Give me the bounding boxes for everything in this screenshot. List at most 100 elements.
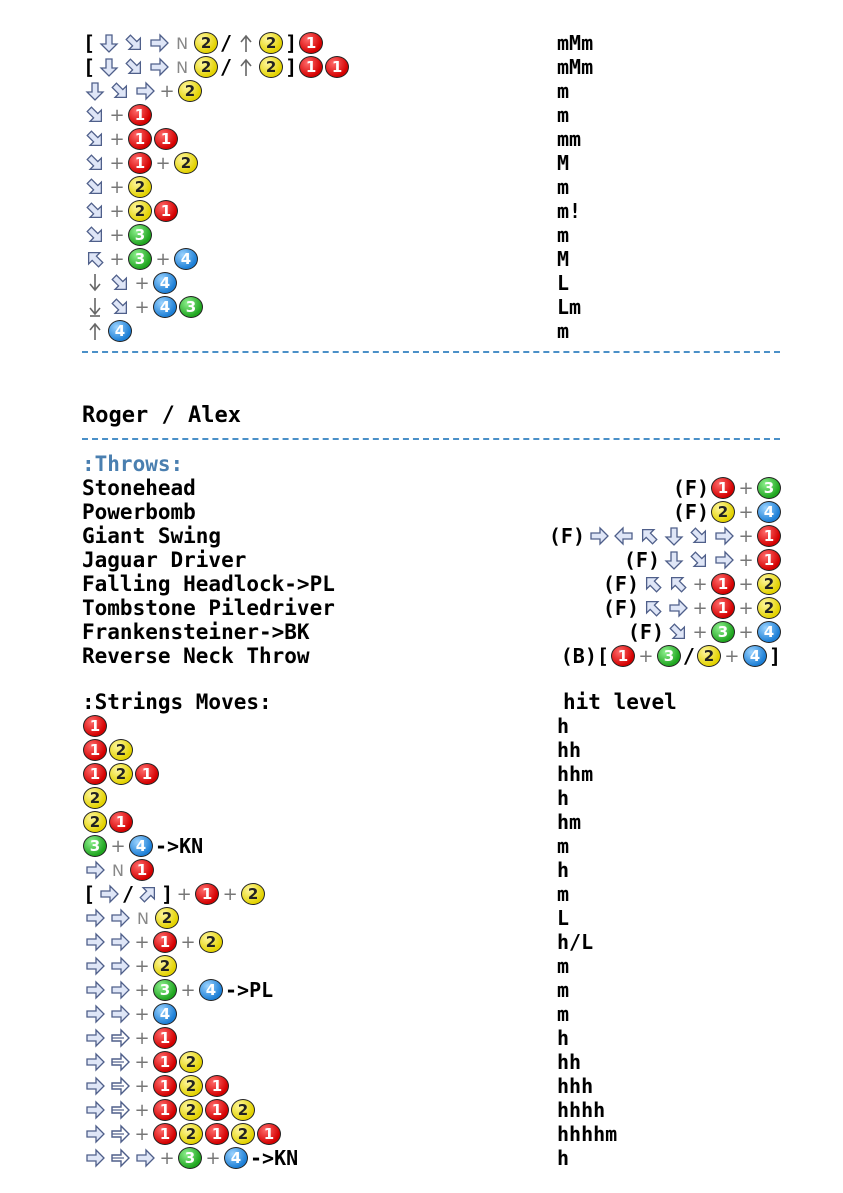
hit-level: mMm	[557, 31, 594, 55]
down-forward-arrow-icon	[108, 296, 131, 318]
button-2-icon: 2	[199, 931, 223, 953]
input-text: (F)	[602, 596, 639, 620]
forward-arrow-icon	[83, 1075, 106, 1097]
hit-level: h	[557, 1026, 570, 1050]
plus-icon: +	[738, 597, 754, 619]
button-1-icon: 1	[154, 128, 178, 150]
button-3-icon: 3	[178, 1147, 202, 1169]
button-1-icon: 1	[128, 152, 152, 174]
down-forward-arrow-icon	[687, 549, 710, 571]
throw-name: Powerbomb	[82, 500, 196, 524]
down-arrow-icon	[83, 80, 106, 102]
plus-icon: +	[180, 931, 196, 953]
hold-down-arrow-icon	[83, 296, 106, 318]
neutral-icon: N	[137, 908, 149, 928]
button-4-icon: 4	[224, 1147, 248, 1169]
move-input: +3+4->PL	[82, 978, 274, 1002]
button-3-icon: 3	[153, 979, 177, 1001]
button-1-icon: 1	[83, 739, 107, 761]
hit-level: m	[557, 319, 570, 343]
throw-name: Tombstone Piledriver	[82, 596, 335, 620]
button-2-icon: 2	[178, 80, 202, 102]
input-text: [	[83, 882, 96, 906]
plus-icon: +	[159, 80, 175, 102]
button-2-icon: 2	[757, 597, 781, 619]
button-1-icon: 1	[205, 1099, 229, 1121]
hit-level: m	[557, 175, 570, 199]
neutral-icon: N	[112, 860, 124, 880]
plus-icon: +	[110, 835, 126, 857]
hold-forward-arrow-icon	[108, 1027, 131, 1049]
button-3-icon: 3	[83, 835, 107, 857]
button-1-icon: 1	[711, 597, 735, 619]
plus-icon: +	[109, 128, 125, 150]
plus-icon: +	[222, 883, 238, 905]
hit-level: L	[557, 271, 570, 295]
button-1-icon: 1	[205, 1123, 229, 1145]
plus-icon: +	[134, 1075, 150, 1097]
plus-icon: +	[692, 621, 708, 643]
throw-name: Jaguar Driver	[82, 548, 247, 572]
button-4-icon: 4	[742, 645, 767, 667]
move-input: +2	[82, 79, 203, 103]
forward-arrow-icon	[108, 955, 131, 977]
hold-down-arrow-icon	[83, 272, 106, 294]
plus-icon: +	[134, 1051, 150, 1073]
button-2-icon: 2	[179, 1075, 203, 1097]
button-2-icon: 2	[194, 56, 219, 78]
input-text: /	[122, 882, 135, 906]
hit-level: m	[557, 1002, 570, 1026]
plus-icon: +	[176, 883, 192, 905]
forward-arrow-icon	[83, 955, 106, 977]
forward-arrow-icon	[83, 1147, 106, 1169]
character-name: Roger / Alex	[82, 403, 241, 428]
forward-arrow-icon	[83, 1099, 106, 1121]
hit-level: hh	[557, 1050, 582, 1074]
button-1-icon: 1	[153, 1075, 177, 1097]
throw-input: (B)[1+3/2+4]	[560, 644, 782, 668]
down-forward-arrow-icon	[83, 104, 106, 126]
throw-input: (F)+1	[548, 524, 782, 548]
hit-level: Lm	[557, 295, 582, 319]
plus-icon: +	[638, 645, 654, 667]
button-2-icon: 2	[109, 739, 133, 761]
button-1-icon: 1	[757, 549, 781, 571]
button-2-icon: 2	[711, 501, 735, 523]
divider	[82, 351, 780, 353]
plus-icon: +	[738, 525, 754, 547]
button-2-icon: 2	[109, 763, 133, 785]
forward-arrow-icon	[666, 597, 689, 619]
hit-level: hm	[557, 810, 582, 834]
hit-level: mm	[557, 127, 582, 151]
plus-icon: +	[738, 549, 754, 571]
hit-level: mMm	[557, 55, 594, 79]
button-3-icon: 3	[757, 477, 781, 499]
plus-icon: +	[134, 1123, 150, 1145]
move-input: +4	[82, 271, 178, 295]
strings-section-title: :Strings Moves:	[82, 690, 272, 714]
hold-forward-arrow-icon	[108, 1123, 131, 1145]
button-3-icon: 3	[656, 645, 681, 667]
button-1-icon: 1	[711, 573, 735, 595]
hit-level: h	[557, 858, 570, 882]
move-input: +2	[82, 175, 153, 199]
move-input: 2	[82, 786, 108, 810]
plus-icon: +	[134, 979, 150, 1001]
button-1-icon: 1	[153, 1027, 177, 1049]
